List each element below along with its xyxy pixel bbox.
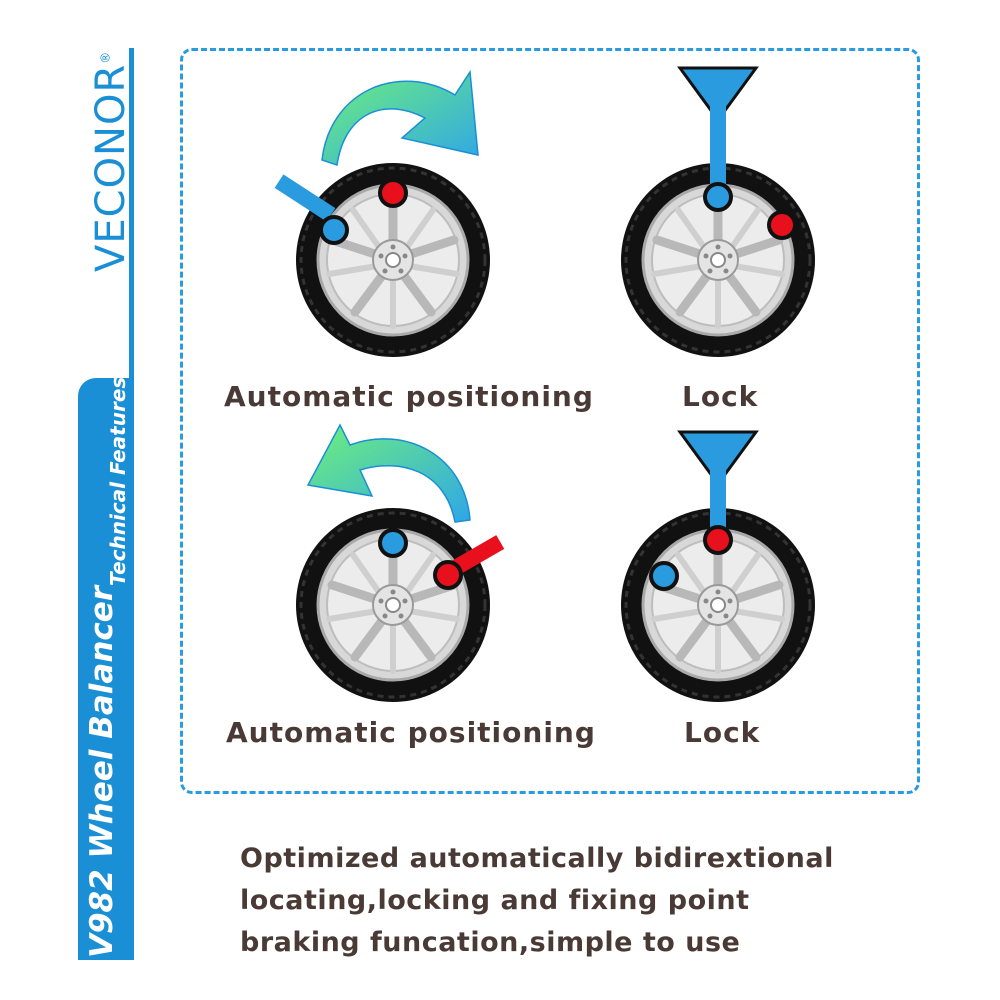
feature-panel (180, 48, 920, 794)
wheel-rotate-clockwise-icon (274, 69, 490, 357)
caption-lock: Lock (684, 716, 761, 749)
wheel-rotate-counterclockwise-icon (296, 423, 505, 702)
description-line: Optimized automatically bidirextional (240, 843, 834, 874)
brand-divider-line (129, 48, 134, 378)
wheel-lock-icon (621, 430, 815, 702)
side-banner (78, 378, 134, 960)
caption-automatic-positioning: Automatic positioning (226, 716, 596, 749)
feature-description: Optimized automatically bidirextional lo… (240, 838, 834, 964)
caption-automatic-positioning: Automatic positioning (224, 380, 594, 413)
caption-lock: Lock (682, 380, 759, 413)
wheel-lock-icon (621, 66, 815, 357)
description-line: braking funcation,simple to use (240, 927, 741, 958)
description-line: locating,locking and fixing point (240, 885, 750, 916)
